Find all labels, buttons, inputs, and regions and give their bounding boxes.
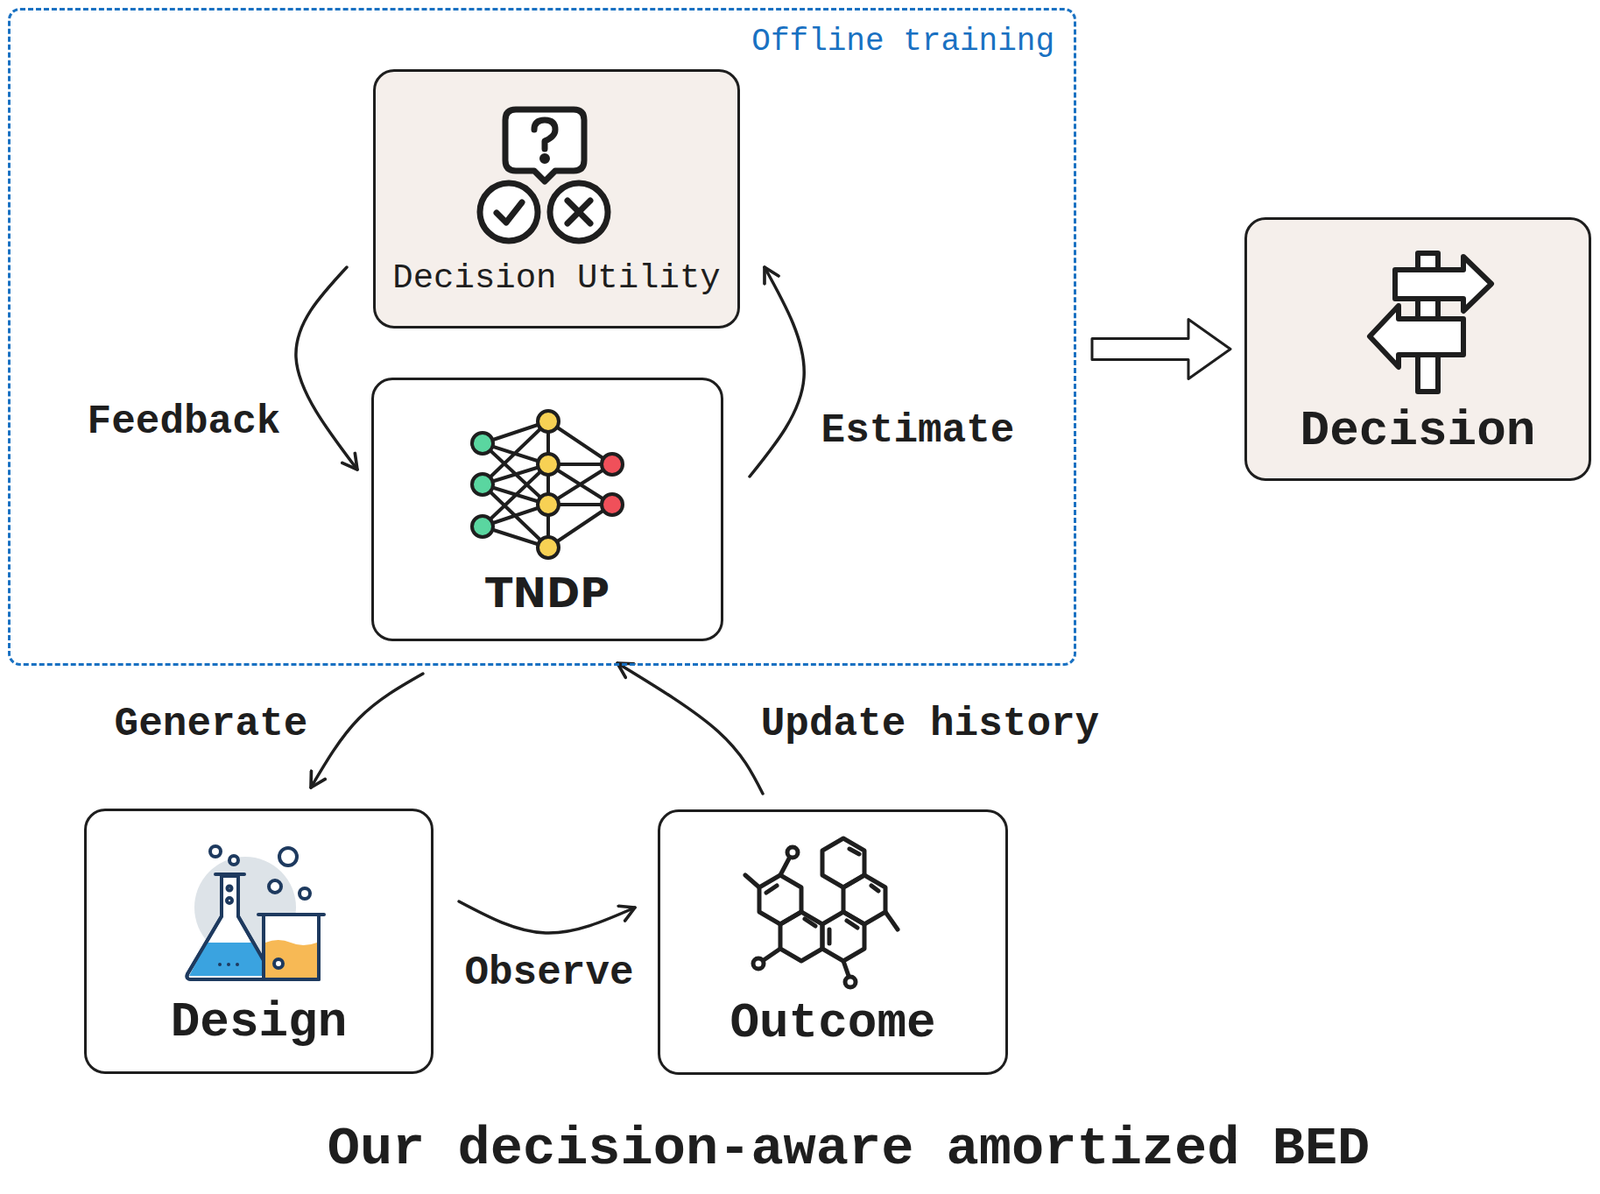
- curved-arrow: [310, 673, 423, 788]
- node-label: Outcome: [729, 993, 936, 1053]
- node-label: Design: [170, 993, 348, 1052]
- signpost-icon: [1244, 219, 1592, 400]
- molecule-icon: [657, 811, 1008, 992]
- curved-arrow: [296, 267, 358, 470]
- beaker: [258, 914, 325, 980]
- text-holder: Design: [86, 993, 431, 1052]
- edge-label: Observe: [458, 947, 639, 1000]
- design-box: Design: [84, 808, 434, 1074]
- curved-arrow: [458, 901, 635, 933]
- outcome-box: Outcome: [657, 809, 1008, 1075]
- network-neurons: [472, 410, 623, 558]
- network-edges: [482, 421, 613, 548]
- figure-caption: Our decision-aware amortized BED: [327, 1116, 1371, 1182]
- edge-label: Update history: [755, 698, 1105, 751]
- node-label: Decision: [1300, 401, 1537, 461]
- edge-label: Estimate: [816, 405, 1021, 458]
- text-holder: Outcome: [660, 993, 1006, 1053]
- offline-region: Decision Utility TNDP Offline training: [7, 7, 1077, 666]
- curved-arrow: [617, 662, 763, 794]
- signpost: [1369, 253, 1492, 392]
- bubbles: [210, 845, 311, 899]
- text-holder: TNDP: [373, 569, 721, 618]
- node-label: TNDP: [485, 569, 610, 618]
- flask: [187, 874, 273, 980]
- text-holder: Decision Utility: [375, 258, 738, 300]
- model-box: TNDP: [371, 377, 724, 642]
- utility-glyph: [479, 109, 608, 241]
- node-label: Offline training: [751, 22, 1055, 61]
- text-holder: Decision: [1247, 401, 1589, 461]
- curved-arrow: [749, 267, 804, 477]
- edge-label: Feedback: [82, 396, 287, 449]
- molecule: [745, 838, 898, 987]
- block-arrow: [1092, 319, 1231, 380]
- lab-icon: [84, 810, 434, 991]
- utility-icon: [379, 71, 734, 256]
- network-icon: [371, 380, 724, 569]
- text-holder: Offline training: [751, 22, 1055, 61]
- edge-label: Generate: [109, 698, 314, 751]
- decision-box: Decision: [1244, 217, 1592, 481]
- utility-box: Decision Utility: [373, 69, 741, 329]
- node-label: Decision Utility: [392, 258, 720, 300]
